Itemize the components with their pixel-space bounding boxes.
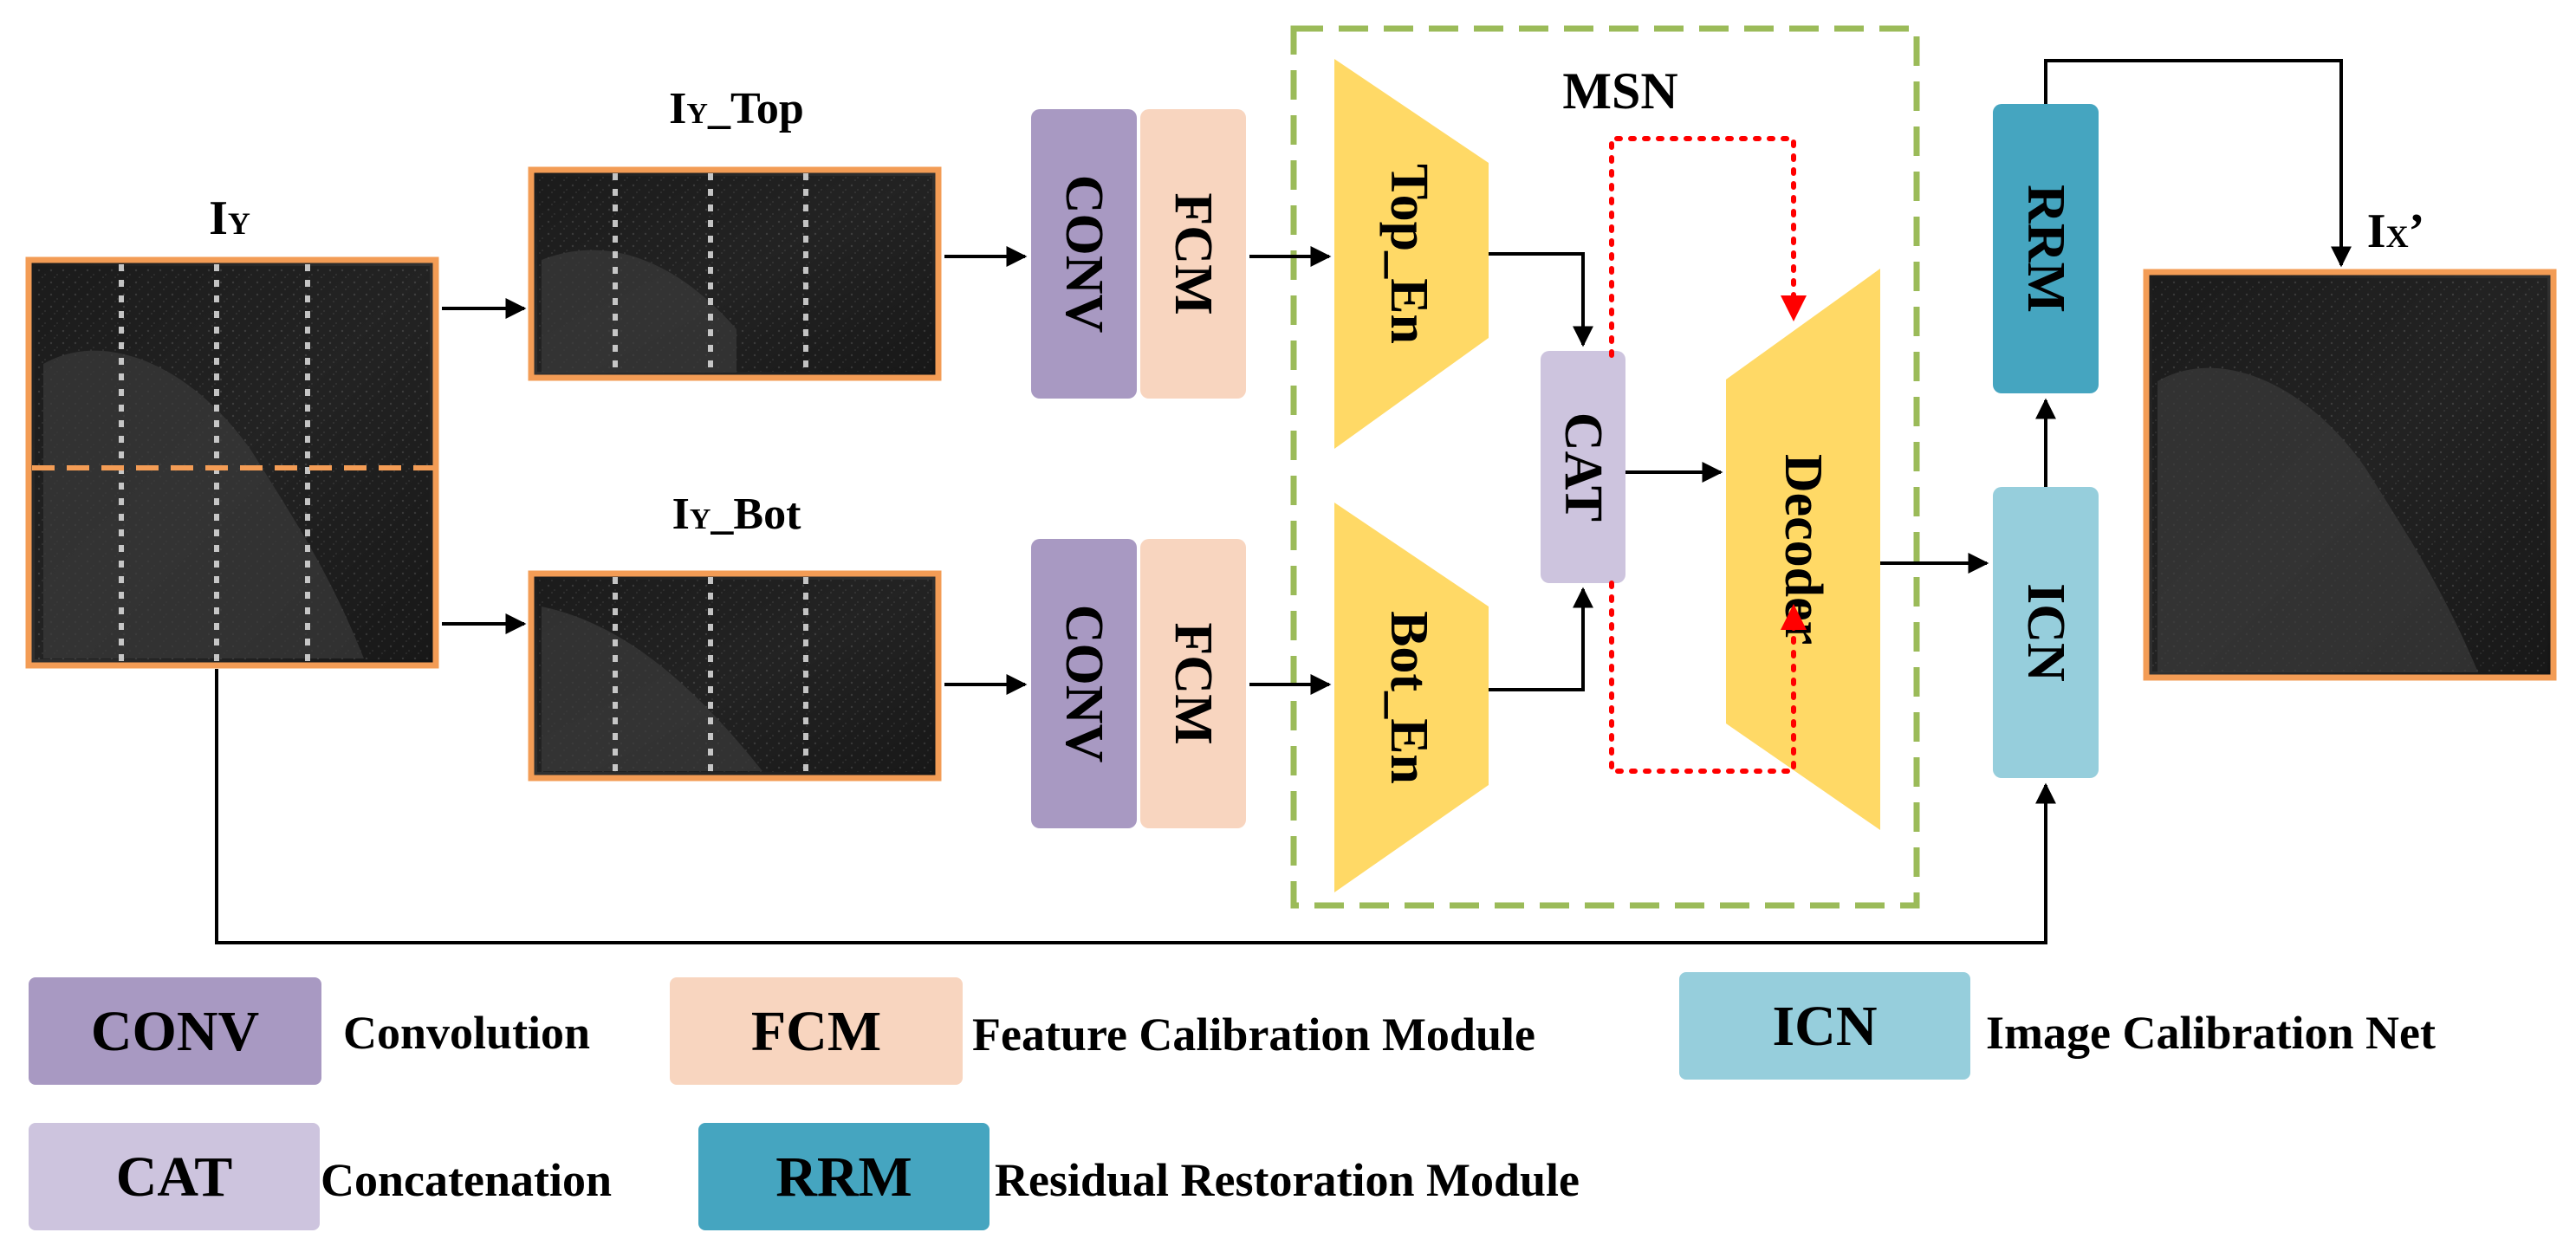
legend-key-fcm: FCM (751, 1000, 881, 1063)
fcm-bottom-block (1140, 539, 1246, 828)
legend-key-conv: CONV (91, 1000, 259, 1063)
edge-rrm-to-output (2044, 59, 2352, 268)
bottom-encoder-block (1334, 503, 1489, 892)
top-encoder-label: Top_En (1379, 164, 1438, 344)
conv-top-label: CONV (1054, 175, 1113, 334)
output-image (2143, 269, 2557, 681)
top-crop-image (528, 166, 942, 381)
edges (215, 59, 2352, 944)
fcm-top-block (1140, 109, 1246, 399)
edge-bottom-encoder-to-cat (1489, 587, 1593, 691)
legend-desc-cat: Concatenation (321, 1154, 612, 1206)
legend-swatch-icn (1679, 972, 1970, 1080)
msn-label: MSN (1562, 62, 1677, 120)
cat-label: CAT (1554, 412, 1612, 522)
top-encoder-block (1334, 59, 1489, 449)
icn-label: ICN (2016, 583, 2075, 682)
skip-bottom-to-decoder (1609, 581, 1807, 774)
icn-block (1993, 487, 2099, 778)
conv-bottom-block (1031, 539, 1137, 828)
edge-input-skip-to-icn (215, 669, 2056, 944)
conv-top-block (1031, 109, 1137, 399)
legend-swatch-rrm (698, 1123, 990, 1230)
legend-key-rrm: RRM (775, 1145, 912, 1209)
decoder-label: Decoder (1774, 454, 1833, 645)
rrm-label: RRM (2016, 185, 2075, 313)
legend-desc-icn: Image Calibration Net (1986, 1007, 2436, 1059)
bottom-crop-label: IY_Bot (672, 490, 801, 539)
legend-key-cat: CAT (116, 1145, 232, 1209)
legend-key-icn: ICN (1772, 995, 1877, 1058)
legend-desc-rrm: Residual Restoration Module (995, 1154, 1580, 1206)
rrm-block (1993, 104, 2099, 393)
fcm-top-label: FCM (1164, 192, 1223, 315)
bottom-crop-image (528, 570, 942, 782)
skip-top-to-decoder (1609, 136, 1807, 358)
decoder-block (1726, 269, 1880, 830)
cat-block (1541, 351, 1625, 583)
conv-bottom-label: CONV (1054, 605, 1113, 763)
edge-top-encoder-to-cat (1489, 252, 1593, 347)
msn-boundary (1290, 25, 1920, 909)
legend-swatch-cat (29, 1123, 320, 1230)
legend-desc-conv: Convolution (343, 1007, 590, 1059)
legend: CONV Convolution FCM Feature Calibration… (29, 972, 2436, 1230)
bottom-encoder-label: Bot_En (1379, 611, 1438, 784)
input-image-label: IY (209, 191, 250, 245)
legend-desc-fcm: Feature Calibration Module (972, 1009, 1535, 1061)
legend-swatch-conv (29, 977, 321, 1085)
fcm-bottom-label: FCM (1164, 622, 1223, 744)
output-image-label: IX’ (2367, 204, 2424, 258)
input-image (25, 256, 439, 669)
top-crop-label: IY_Top (669, 84, 804, 133)
legend-swatch-fcm (670, 977, 963, 1085)
